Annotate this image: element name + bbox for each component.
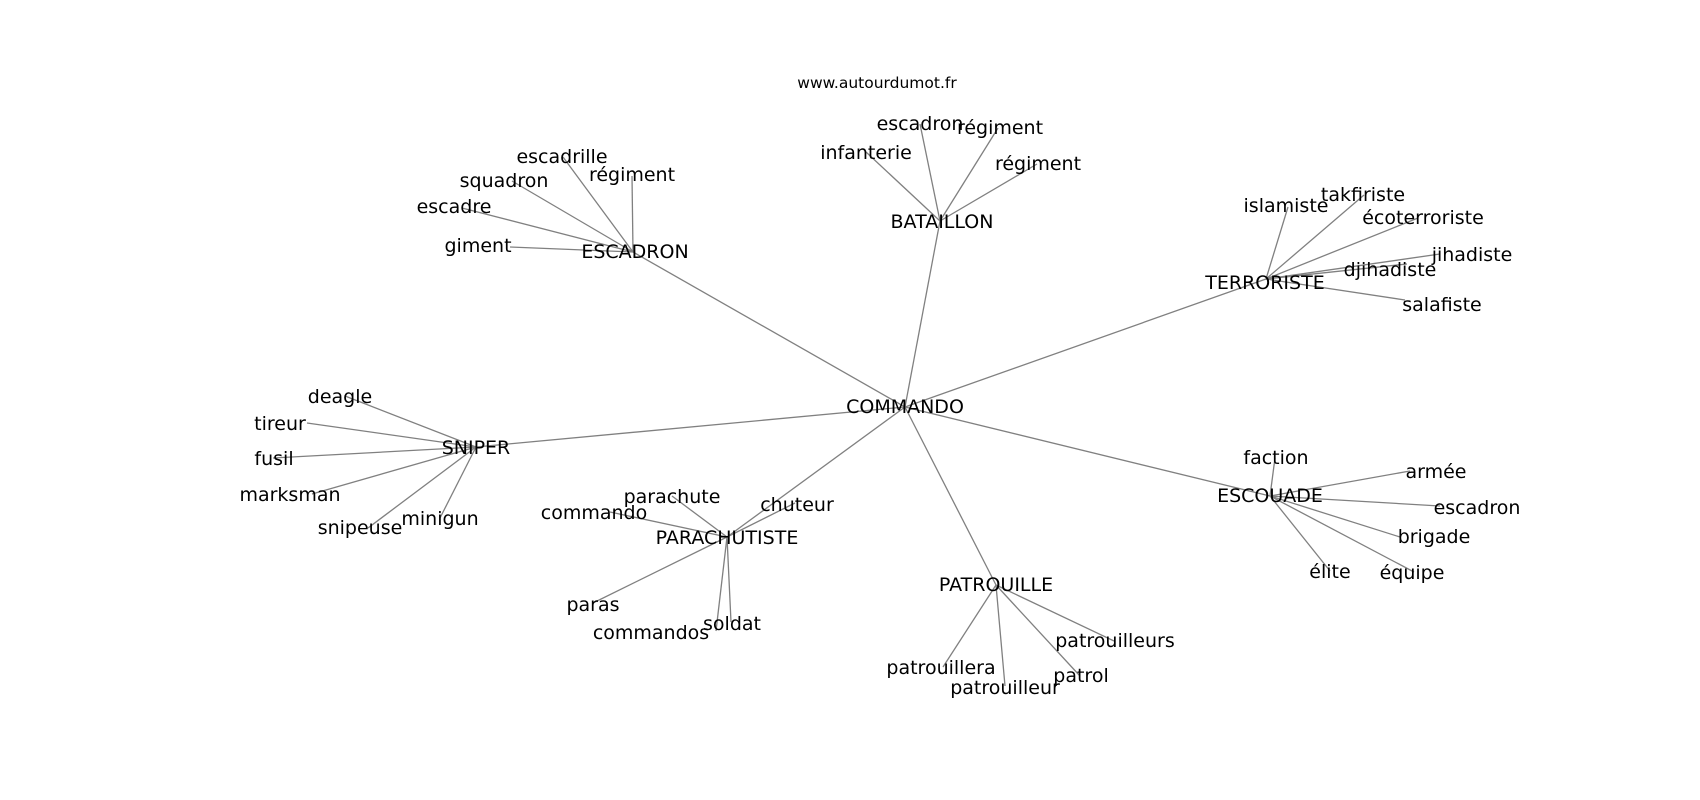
hub-node-label: ESCOUADE [1217, 485, 1323, 507]
leaf-node-label: parachute [624, 486, 721, 508]
edge-hub-leaf [1269, 495, 1441, 507]
leaf-node-label: brigade [1398, 526, 1471, 548]
leaf-node-label: escadron [877, 113, 964, 135]
edge-hub-leaf [1265, 253, 1441, 280]
edge-hub-leaf [995, 584, 1081, 677]
leaf-node-label: patrouillera [886, 657, 995, 679]
leaf-node-label: salafiste [1402, 294, 1481, 316]
edge-hub-leaf [511, 180, 634, 253]
edge-hub-leaf [865, 151, 941, 222]
edge-hub-leaf [1265, 263, 1408, 280]
leaf-node-label: tireur [254, 413, 306, 435]
leaf-node-label: escadrille [516, 146, 607, 168]
leaf-node-label: fusil [254, 448, 293, 470]
edge-hub-leaf [272, 446, 477, 459]
edge-hub-leaf [919, 123, 941, 222]
edge-hub-leaf [461, 207, 634, 253]
edge-root-hub [904, 220, 941, 408]
leaf-node-label: squadron [460, 170, 549, 192]
hub-node-label: SNIPER [442, 437, 511, 459]
edge-hub-leaf [942, 584, 997, 668]
edge-hub-leaf [1269, 470, 1411, 497]
edge-hub-leaf [1269, 495, 1331, 572]
leaf-node-label: équipe [1380, 562, 1445, 584]
edge-hub-leaf [671, 495, 728, 538]
leaf-node-label: commandos [593, 622, 709, 644]
edge-root-hub [904, 406, 997, 586]
edge-hub-leaf [609, 511, 728, 538]
leaf-node-label: giment [444, 235, 511, 257]
leaf-node-label: régiment [995, 153, 1081, 175]
edge-hub-leaf [1265, 278, 1406, 301]
edge-root-hub [475, 406, 906, 448]
hub-node-label: PARACHUTISTE [656, 527, 799, 549]
edge-hub-leaf [726, 502, 796, 538]
leaf-node-label: escadre [417, 196, 492, 218]
edge-hub-leaf [439, 446, 477, 519]
leaf-node-label: escadron [1434, 497, 1521, 519]
leaf-node-label: régiment [957, 117, 1043, 139]
edge-root-hub [726, 406, 906, 538]
leaf-node-label: infanterie [820, 142, 912, 164]
edge-hub-leaf [715, 536, 728, 632]
edge-hub-leaf [311, 446, 477, 495]
leaf-node-label: commando [541, 502, 647, 524]
graph-edges [272, 123, 1441, 687]
leaf-node-label: régiment [589, 164, 675, 186]
hub-node-label: BATAILLON [891, 211, 994, 233]
hub-node-label: PATROUILLE [939, 574, 1053, 596]
edge-hub-leaf [592, 536, 728, 604]
leaf-node-label: paras [566, 594, 619, 616]
edge-hub-leaf [1269, 495, 1415, 573]
edge-hub-leaf [306, 422, 477, 448]
leaf-node-label: patrouilleurs [1055, 630, 1175, 652]
leaf-node-label: islamiste [1244, 195, 1329, 217]
edge-hub-leaf [995, 584, 1115, 642]
leaf-node-label: deagle [308, 386, 372, 408]
source-url: www.autourdumot.fr [797, 74, 957, 92]
edge-hub-leaf [1265, 194, 1365, 280]
root-node-label: COMMANDO [846, 396, 964, 418]
edge-hub-leaf [344, 395, 477, 448]
hub-node-label: TERRORISTE [1204, 272, 1324, 294]
leaf-node-label: patrol [1053, 665, 1108, 687]
edge-root-hub [904, 406, 1271, 497]
edge-hub-leaf [726, 536, 732, 623]
leaf-node-label: minigun [401, 508, 478, 530]
edge-hub-leaf [995, 584, 1006, 687]
edge-hub-leaf [939, 127, 999, 222]
edge-hub-leaf [631, 175, 634, 253]
edge-hub-leaf [1269, 457, 1276, 497]
edge-hub-leaf [367, 446, 477, 529]
leaf-node-label: snipeuse [318, 517, 403, 539]
edge-hub-leaf [1265, 217, 1419, 280]
leaf-node-label: faction [1243, 447, 1308, 469]
leaf-node-label: écoterroriste [1362, 207, 1484, 229]
edge-hub-leaf [562, 156, 634, 253]
leaf-node-label: chuteur [760, 494, 834, 516]
leaf-node-label: djihadiste [1344, 259, 1437, 281]
leaf-node-label: élite [1309, 561, 1350, 583]
leaf-node-label: soldat [703, 613, 761, 635]
leaf-node-label: takfiriste [1321, 184, 1405, 206]
leaf-node-label: patrouilleur [950, 677, 1060, 699]
hub-node-label: ESCADRON [581, 241, 688, 263]
edge-root-hub [632, 251, 906, 408]
edge-hub-leaf [509, 246, 634, 253]
edge-root-hub [904, 278, 1267, 408]
leaf-node-label: jihadiste [1431, 244, 1513, 266]
leaf-node-label: marksman [239, 484, 340, 506]
edge-hub-leaf [1269, 495, 1401, 538]
edge-hub-leaf [1265, 206, 1289, 280]
leaf-node-label: armée [1405, 461, 1466, 483]
edge-hub-leaf [939, 163, 1038, 222]
